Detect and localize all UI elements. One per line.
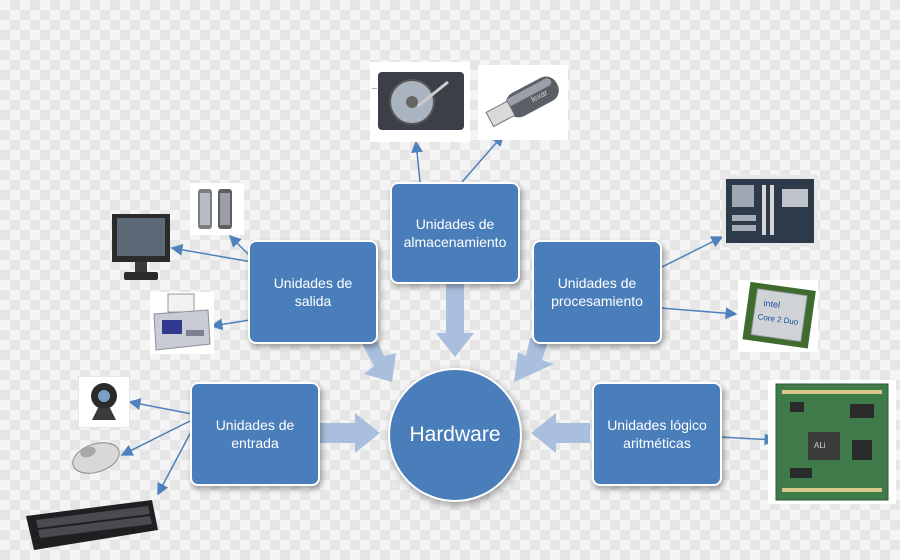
device-connectors xyxy=(120,133,777,496)
connector-webcam xyxy=(128,398,193,415)
node-logico-aritmeticas: Unidades lógico aritméticas xyxy=(592,382,722,486)
arrow-from-logico xyxy=(531,413,590,453)
webcam-icon xyxy=(78,376,130,428)
connector-keyboard xyxy=(157,429,193,496)
hard-drive-icon: — xyxy=(370,62,470,142)
node-salida: Unidades de salida xyxy=(248,240,378,344)
connector-usb-drive xyxy=(461,133,504,183)
motherboard-icon xyxy=(722,175,818,247)
connector-printer xyxy=(210,318,251,331)
keyboard-icon xyxy=(26,500,158,550)
connector-monitor xyxy=(170,243,253,263)
svg-text:—: — xyxy=(372,86,377,92)
mouse-icon xyxy=(72,442,120,474)
printer-icon xyxy=(150,292,214,354)
cpu-brand-label: intel xyxy=(763,298,781,310)
arrow-from-salida xyxy=(358,336,396,382)
arrow-from-procesamiento xyxy=(514,336,554,382)
speakers-icon xyxy=(190,183,244,235)
connector-mouse xyxy=(120,419,193,456)
node-procesamiento: Unidades de procesamiento xyxy=(532,240,662,344)
node-entrada: Unidades de entrada xyxy=(190,382,320,486)
board-brand-label: ALi xyxy=(814,441,826,450)
connector-cpu xyxy=(659,307,738,320)
block-arrows xyxy=(320,283,590,453)
arrow-from-almacenamiento xyxy=(436,283,474,357)
node-almacenamiento: Unidades de almacenamiento xyxy=(390,182,520,284)
connector-circuit-board xyxy=(719,433,777,446)
arrow-from-entrada xyxy=(320,413,380,453)
circuit-board-icon: ALi xyxy=(768,380,896,504)
connector-motherboard xyxy=(659,236,724,269)
monitor-icon xyxy=(112,214,170,280)
connector-hard-drive xyxy=(411,140,424,183)
usb-flash-drive-icon: lexar xyxy=(478,65,568,140)
cpu-chip-icon: intel Core 2 Duo xyxy=(738,280,818,352)
hub-hardware: Hardware xyxy=(388,368,522,502)
